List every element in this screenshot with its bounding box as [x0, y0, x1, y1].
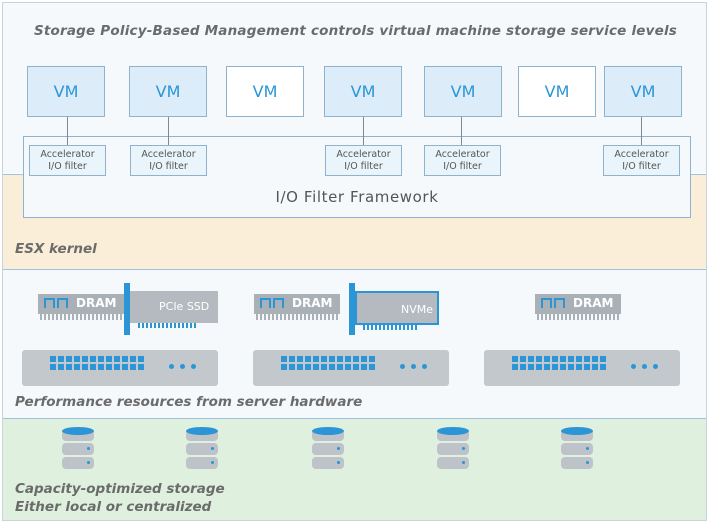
pcie-ssd-label: PCIe SSD	[159, 300, 210, 313]
accelerator-filter: Accelerator I/O filter	[325, 145, 402, 176]
accelerator-filter: Accelerator I/O filter	[424, 145, 501, 176]
vm-box: VM	[27, 66, 105, 117]
vm-box: VM	[129, 66, 207, 117]
dram-label: DRAM	[76, 296, 117, 310]
esx-kernel-label: ESX kernel	[15, 241, 97, 257]
filter-line-1: Accelerator	[141, 149, 196, 160]
filter-line-2: I/O filter	[443, 161, 482, 172]
connector-line	[67, 117, 68, 145]
dram-label: DRAM	[292, 296, 333, 310]
vm-box: VM	[226, 66, 304, 117]
server-icon	[484, 350, 680, 386]
filter-line-1: Accelerator	[336, 149, 391, 160]
dram-module-icon: DRAM	[254, 290, 340, 326]
dram-label: DRAM	[573, 296, 614, 310]
accelerator-filter: Accelerator I/O filter	[603, 145, 680, 176]
io-filter-framework-label: I/O Filter Framework	[275, 188, 439, 206]
nvme-card-icon: NVMe	[349, 283, 441, 339]
filter-line-2: I/O filter	[48, 161, 87, 172]
capacity-label-line-1: Capacity-optimized storage	[15, 481, 225, 497]
filter-line-1: Accelerator	[614, 149, 669, 160]
vm-box: VM	[324, 66, 402, 117]
accelerator-filter: Accelerator I/O filter	[29, 145, 106, 176]
dram-module-icon: DRAM	[535, 290, 621, 326]
server-icon	[22, 350, 218, 386]
connector-line	[363, 117, 364, 145]
server-icon	[253, 350, 449, 386]
filter-line-2: I/O filter	[622, 161, 661, 172]
connector-line	[641, 117, 642, 145]
database-icon	[186, 427, 218, 471]
connector-line	[461, 117, 462, 145]
pcie-ssd-card-icon: PCIe SSD	[124, 283, 220, 339]
connector-line	[168, 117, 169, 145]
nvme-label: NVMe	[401, 303, 434, 316]
vm-box: VM	[424, 66, 502, 117]
database-icon	[561, 427, 593, 471]
dram-module-icon: DRAM	[38, 290, 124, 326]
diagram-title: Storage Policy-Based Management controls…	[33, 23, 678, 39]
database-icon	[312, 427, 344, 471]
filter-line-1: Accelerator	[40, 149, 95, 160]
performance-label: Performance resources from server hardwa…	[15, 394, 363, 410]
database-icon	[437, 427, 469, 471]
accelerator-filter: Accelerator I/O filter	[130, 145, 207, 176]
vm-box: VM	[518, 66, 596, 117]
filter-line-1: Accelerator	[435, 149, 490, 160]
capacity-label-line-2: Either local or centralized	[15, 499, 212, 515]
vm-box: VM	[604, 66, 682, 117]
filter-line-2: I/O filter	[344, 161, 383, 172]
database-icon	[62, 427, 94, 471]
filter-line-2: I/O filter	[149, 161, 188, 172]
